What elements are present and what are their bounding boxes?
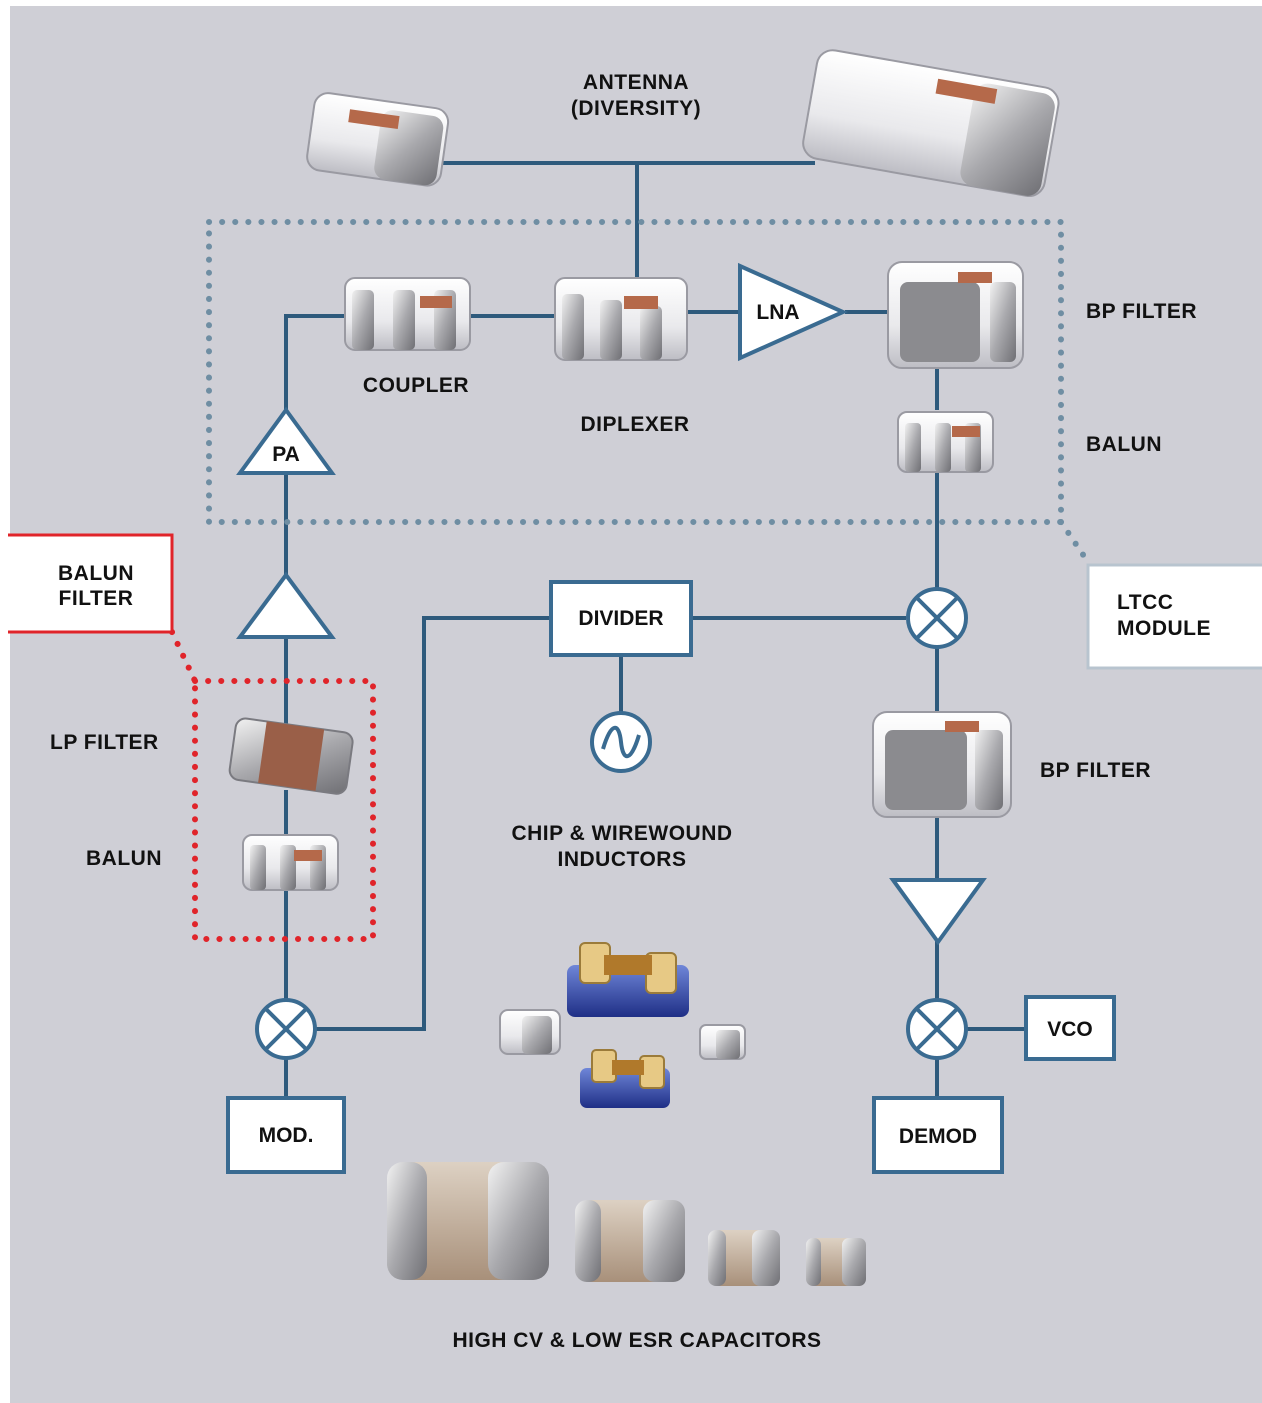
diplexer-chip: [554, 277, 688, 361]
inductors-label-line2: INDUCTORS: [558, 848, 687, 871]
bp-filter-top-label: BP FILTER: [1086, 300, 1197, 323]
divider-label: DIVIDER: [578, 607, 663, 630]
coupler-label: COUPLER: [363, 374, 469, 397]
capacitor-medium: [708, 1230, 780, 1286]
vco-block: VCO: [1024, 995, 1116, 1061]
bp-filter-mid-label: BP FILTER: [1040, 759, 1151, 782]
balun-filter-label-line2: FILTER: [59, 587, 134, 610]
bp-filter-top-chip: [887, 261, 1024, 369]
mod-label: MOD.: [259, 1124, 314, 1147]
chip-inductor-right: [699, 1024, 746, 1060]
balun-filter-boundary: [192, 678, 376, 942]
demod-block: DEMOD: [872, 1096, 1004, 1174]
mixer-tx-icon: [255, 998, 317, 1060]
divider-block: DIVIDER: [549, 580, 693, 657]
signal-wires: [284, 161, 1026, 1098]
antenna-chip-large: [802, 49, 1060, 198]
wirewound-inductor-large: [567, 942, 689, 1017]
balun-filter-callout: BALUN FILTER: [8, 533, 174, 634]
capacitors-label: HIGH CV & LOW ESR CAPACITORS: [452, 1329, 821, 1352]
balun-filter-label-line1: BALUN: [58, 562, 134, 585]
capacitor-small: [806, 1238, 866, 1286]
capacitor-large: [575, 1200, 685, 1282]
driver-amplifier-icon: [236, 571, 336, 639]
oscillator-icon: [590, 711, 652, 773]
capacitor-xl: [387, 1162, 549, 1280]
coupler-chip: [344, 277, 471, 351]
vco-label: VCO: [1047, 1018, 1093, 1041]
lp-filter-label: LP FILTER: [50, 731, 159, 754]
mixer-demod-icon: [906, 998, 968, 1060]
lp-filter-chip: [228, 717, 354, 795]
balun-filter-leader: [169, 629, 198, 684]
antenna-label-line1: ANTENNA: [583, 71, 689, 94]
chip-inductor-left: [499, 1009, 561, 1055]
if-amplifier-icon: [889, 878, 987, 946]
antenna-label-line2: (DIVERSITY): [571, 97, 701, 120]
balun-left-label: BALUN: [86, 847, 162, 870]
lna-label: LNA: [756, 301, 799, 324]
ltcc-module-label-line1: LTCC: [1117, 591, 1173, 614]
inductors-label-line1: CHIP & WIREWOUND: [511, 822, 732, 845]
lna-amplifier: LNA: [738, 262, 848, 362]
pa-label: PA: [272, 443, 300, 466]
demod-label: DEMOD: [899, 1125, 977, 1148]
pa-amplifier: PA: [236, 406, 336, 475]
balun-top-label: BALUN: [1086, 433, 1162, 456]
mod-block: MOD.: [226, 1096, 346, 1174]
diplexer-label: DIPLEXER: [580, 413, 689, 436]
mixer-rx-icon: [906, 587, 968, 649]
ltcc-module-leader: [1058, 519, 1093, 568]
ltcc-module-label-line2: MODULE: [1117, 617, 1211, 640]
ltcc-module-callout: LTCC MODULE: [1086, 563, 1262, 670]
balun-top-chip: [897, 411, 994, 473]
balun-left-chip: [242, 834, 339, 891]
wirewound-inductor-small: [580, 1049, 670, 1108]
bp-filter-mid-chip: [872, 711, 1012, 818]
antenna-chip-small: [306, 92, 450, 187]
